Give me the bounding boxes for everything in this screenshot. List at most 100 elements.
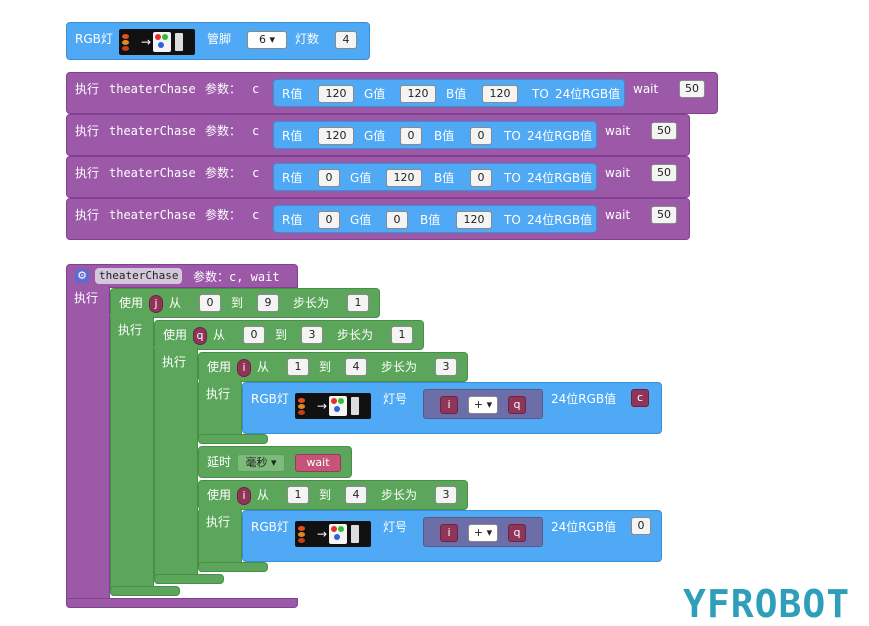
loop-var-i[interactable]: i (237, 487, 251, 505)
rgb-value-block[interactable]: R值 120 G值 120 B值 120 TO 24位RGB值 (273, 79, 625, 107)
wait-label: wait (633, 82, 659, 96)
function-name: theaterChase (109, 82, 196, 96)
call-block-4[interactable]: 执行 theaterChase 参数： c R值 0 G值 0 B值 120 T… (66, 198, 690, 240)
g-input[interactable]: 120 (400, 85, 436, 103)
loop-j-body (110, 316, 154, 596)
rgb-value-block[interactable]: R值 0 G值 120 B值 0 TO 24位RGB值 (273, 163, 597, 191)
loop-from-label: 从 (213, 328, 226, 342)
param-c-label: c (252, 166, 260, 180)
loop-end-input[interactable]: 3 (301, 326, 323, 344)
rgb-value-block[interactable]: R值 120 G值 0 B值 0 TO 24位RGB值 (273, 121, 597, 149)
wait-label: wait (605, 124, 631, 138)
loop-use-label: 使用 (163, 328, 188, 342)
param-c-label: c (252, 82, 260, 96)
delay-block[interactable]: 延时 毫秒 ▾ wait (198, 446, 352, 478)
exec-label: 执行 (75, 82, 100, 96)
color-var-c[interactable]: c (631, 389, 649, 407)
params-label: 参数： (205, 82, 242, 96)
function-def-header[interactable]: ⚙ theaterChase 参数：c, wait (66, 264, 298, 288)
b-input[interactable]: 120 (482, 85, 518, 103)
to-label: TO (532, 87, 549, 101)
rgb-value-block[interactable]: R值 0 G值 0 B值 120 TO 24位RGB值 (273, 205, 597, 233)
loop-start-input[interactable]: 1 (287, 358, 309, 376)
count-input[interactable]: 4 (335, 31, 357, 49)
r-input[interactable]: 120 (318, 85, 354, 103)
loop-step-label: 步长为 (337, 328, 374, 342)
loop-q-exec-label: 执行 (162, 355, 187, 369)
rgb-set-on-block[interactable]: RGB灯 → 灯号 i + ▾ q 24位RGB值 c (242, 382, 662, 434)
rgb-set-off-block[interactable]: RGB灯 → 灯号 i + ▾ q 24位RGB值 0 (242, 510, 662, 562)
delay-label: 延时 (207, 455, 232, 469)
loop-var-j[interactable]: j (149, 295, 163, 313)
g-input[interactable]: 0 (386, 211, 408, 229)
loop-to-label: 到 (275, 328, 288, 342)
g-input[interactable]: 0 (400, 127, 422, 145)
r-input[interactable]: 0 (318, 211, 340, 229)
var-i[interactable]: i (440, 396, 458, 414)
delay-unit-dropdown[interactable]: 毫秒 ▾ (237, 454, 285, 472)
rgb-module-image: → (295, 521, 371, 547)
pin-label: 管脚 (207, 32, 232, 46)
function-name-field[interactable]: theaterChase (95, 268, 183, 284)
loop-start-input[interactable]: 0 (199, 294, 221, 312)
color-input[interactable]: 0 (631, 517, 651, 535)
call-block-1[interactable]: 执行 theaterChase 参数： c R值 120 G值 120 B值 1… (66, 72, 718, 114)
loop-start-input[interactable]: 0 (243, 326, 265, 344)
loop-var-i[interactable]: i (237, 359, 251, 377)
loop-step-input[interactable]: 3 (435, 358, 457, 376)
loop-step-input[interactable]: 3 (435, 486, 457, 504)
wait-input[interactable]: 50 (651, 122, 677, 140)
math-add-block[interactable]: i + ▾ q (423, 517, 543, 547)
wait-label: wait (605, 208, 631, 222)
function-def-footer (66, 598, 298, 608)
arrow-icon: → (317, 527, 328, 541)
r-input[interactable]: 120 (318, 127, 354, 145)
var-i[interactable]: i (440, 524, 458, 542)
loop-start-input[interactable]: 1 (287, 486, 309, 504)
to-label: TO (504, 213, 521, 227)
r-label: R值 (282, 213, 303, 227)
loop-q-body (154, 348, 198, 584)
g-label: G值 (350, 171, 372, 185)
rgb-setup-title: RGB灯 (75, 32, 113, 46)
loop-q-header[interactable]: 使用 q 从 0 到 3 步长为 1 (154, 320, 424, 350)
gear-icon[interactable]: ⚙ (75, 269, 89, 283)
arrow-icon: → (141, 35, 152, 49)
g-input[interactable]: 120 (386, 169, 422, 187)
rgb-setup-block[interactable]: RGB灯 → 管脚 6 ▾ 灯数 4 (66, 22, 370, 60)
math-add-block[interactable]: i + ▾ q (423, 389, 543, 419)
rgb24-label: 24位RGB值 (527, 213, 593, 227)
loop-from-label: 从 (169, 296, 182, 310)
delay-value-var[interactable]: wait (295, 454, 341, 472)
loop-i1-header[interactable]: 使用 i 从 1 到 4 步长为 3 (198, 352, 468, 382)
b-input[interactable]: 0 (470, 169, 492, 187)
loop-end-input[interactable]: 4 (345, 358, 367, 376)
call-block-3[interactable]: 执行 theaterChase 参数： c R值 0 G值 120 B值 0 T… (66, 156, 690, 198)
function-name: theaterChase (109, 166, 196, 180)
loop-step-input[interactable]: 1 (347, 294, 369, 312)
call-block-2[interactable]: 执行 theaterChase 参数： c R值 120 G值 0 B值 0 T… (66, 114, 690, 156)
b-input[interactable]: 0 (470, 127, 492, 145)
wait-input[interactable]: 50 (651, 164, 677, 182)
operator-dropdown[interactable]: + ▾ (468, 396, 498, 414)
loop-step-label: 步长为 (293, 296, 330, 310)
var-q[interactable]: q (508, 396, 526, 414)
wait-label: wait (605, 166, 631, 180)
r-input[interactable]: 0 (318, 169, 340, 187)
loop-end-input[interactable]: 9 (257, 294, 279, 312)
rgb-set-title: RGB灯 (251, 520, 289, 534)
b-input[interactable]: 120 (456, 211, 492, 229)
loop-end-input[interactable]: 4 (345, 486, 367, 504)
function-params-label: 参数：c, wait (193, 270, 280, 284)
wait-input[interactable]: 50 (679, 80, 705, 98)
operator-dropdown[interactable]: + ▾ (468, 524, 498, 542)
loop-var-q[interactable]: q (193, 327, 207, 345)
lamp-label: 灯号 (383, 520, 408, 534)
loop-step-input[interactable]: 1 (391, 326, 413, 344)
to-label: TO (504, 171, 521, 185)
loop-j-header[interactable]: 使用 j 从 0 到 9 步长为 1 (110, 288, 380, 318)
wait-input[interactable]: 50 (651, 206, 677, 224)
var-q[interactable]: q (508, 524, 526, 542)
pin-dropdown[interactable]: 6 ▾ (247, 31, 287, 49)
loop-i2-header[interactable]: 使用 i 从 1 到 4 步长为 3 (198, 480, 468, 510)
